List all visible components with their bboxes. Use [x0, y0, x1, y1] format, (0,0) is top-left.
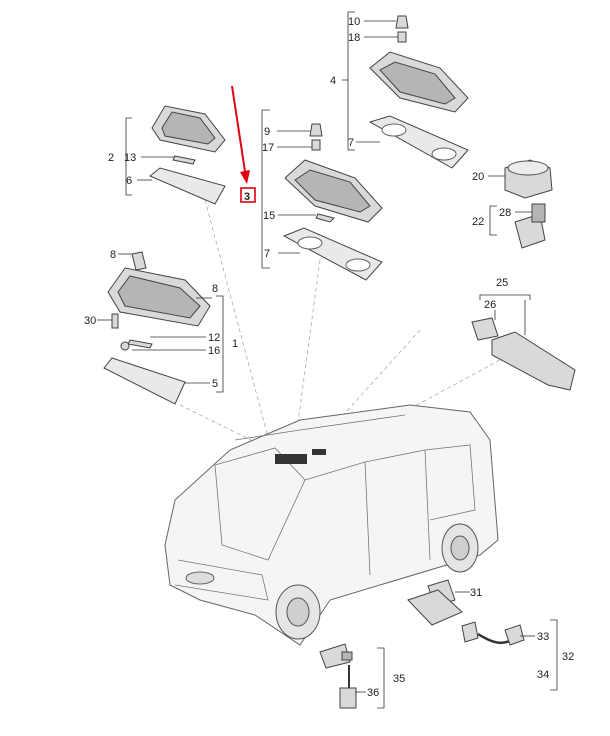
callout-9: 9 — [264, 126, 270, 138]
lens-part-6 — [149, 167, 226, 205]
callout-7a: 7 — [348, 137, 354, 149]
bulb-part-16 — [120, 341, 130, 351]
callout-22: 22 — [472, 216, 484, 228]
callout-1: 1 — [232, 338, 238, 350]
callout-28: 28 — [499, 207, 511, 219]
van-illustration — [164, 404, 499, 646]
screw-part-30 — [111, 313, 119, 329]
module-part-31b — [407, 589, 463, 626]
callout-36: 36 — [367, 687, 379, 699]
group-middle — [261, 109, 383, 281]
clip-part-8 — [131, 251, 147, 271]
callout-32: 32 — [562, 651, 574, 663]
callout-25: 25 — [496, 277, 508, 289]
callout-3: 3 — [244, 191, 250, 203]
bulb-part-17 — [311, 139, 321, 151]
harness-part-33 — [461, 621, 479, 643]
callout-12: 12 — [208, 332, 220, 344]
control-unit-part-25 — [491, 331, 576, 391]
module-part-36 — [339, 687, 357, 709]
callout-8b: 8 — [212, 283, 218, 295]
callout-15: 15 — [263, 210, 275, 222]
callout-20: 20 — [472, 171, 484, 183]
group-bottom — [319, 643, 385, 709]
callout-31: 31 — [470, 587, 482, 599]
callout-26: 26 — [484, 299, 496, 311]
callout-10: 10 — [348, 16, 360, 28]
callout-6: 6 — [126, 175, 132, 187]
connector-part-26 — [471, 317, 499, 341]
highlight-annotation — [231, 85, 256, 203]
callout-33: 33 — [537, 631, 549, 643]
group-right-wiring — [471, 294, 576, 391]
callout-17: 17 — [262, 142, 274, 154]
callout-35: 35 — [393, 673, 405, 685]
group-middle-right — [488, 159, 553, 249]
lens-part-7b — [282, 227, 383, 281]
red-arrow — [231, 85, 247, 179]
group-lower-right — [407, 579, 558, 691]
callout-16: 16 — [208, 345, 220, 357]
bulb-part-15 — [315, 213, 335, 223]
bolt-part-10 — [395, 15, 409, 29]
group-left-lower — [97, 251, 224, 405]
callout-30: 30 — [84, 315, 96, 327]
callout-5: 5 — [212, 378, 218, 390]
module-part-35 — [319, 643, 351, 669]
highlight-box — [240, 187, 256, 203]
bulb-part-12 — [127, 339, 153, 349]
callout-2: 2 — [108, 152, 114, 164]
lens-part-5 — [103, 357, 186, 405]
callout-8a: 8 — [110, 249, 116, 261]
bulb-part-18 — [397, 31, 407, 43]
bolt-part-9 — [309, 123, 323, 137]
callout-labels: 10 18 4 7 9 17 3 15 7 2 13 6 20 22 28 25… — [84, 16, 574, 699]
callout-13: 13 — [124, 152, 136, 164]
callout-18: 18 — [348, 32, 360, 44]
callout-34: 34 — [537, 669, 549, 681]
group-upper-right — [342, 11, 469, 169]
callout-7b: 7 — [264, 248, 270, 260]
lens-part-7a — [368, 115, 469, 169]
bulb-part-13 — [172, 155, 196, 165]
callout-4: 4 — [330, 75, 336, 87]
group-upper-left — [125, 105, 226, 205]
